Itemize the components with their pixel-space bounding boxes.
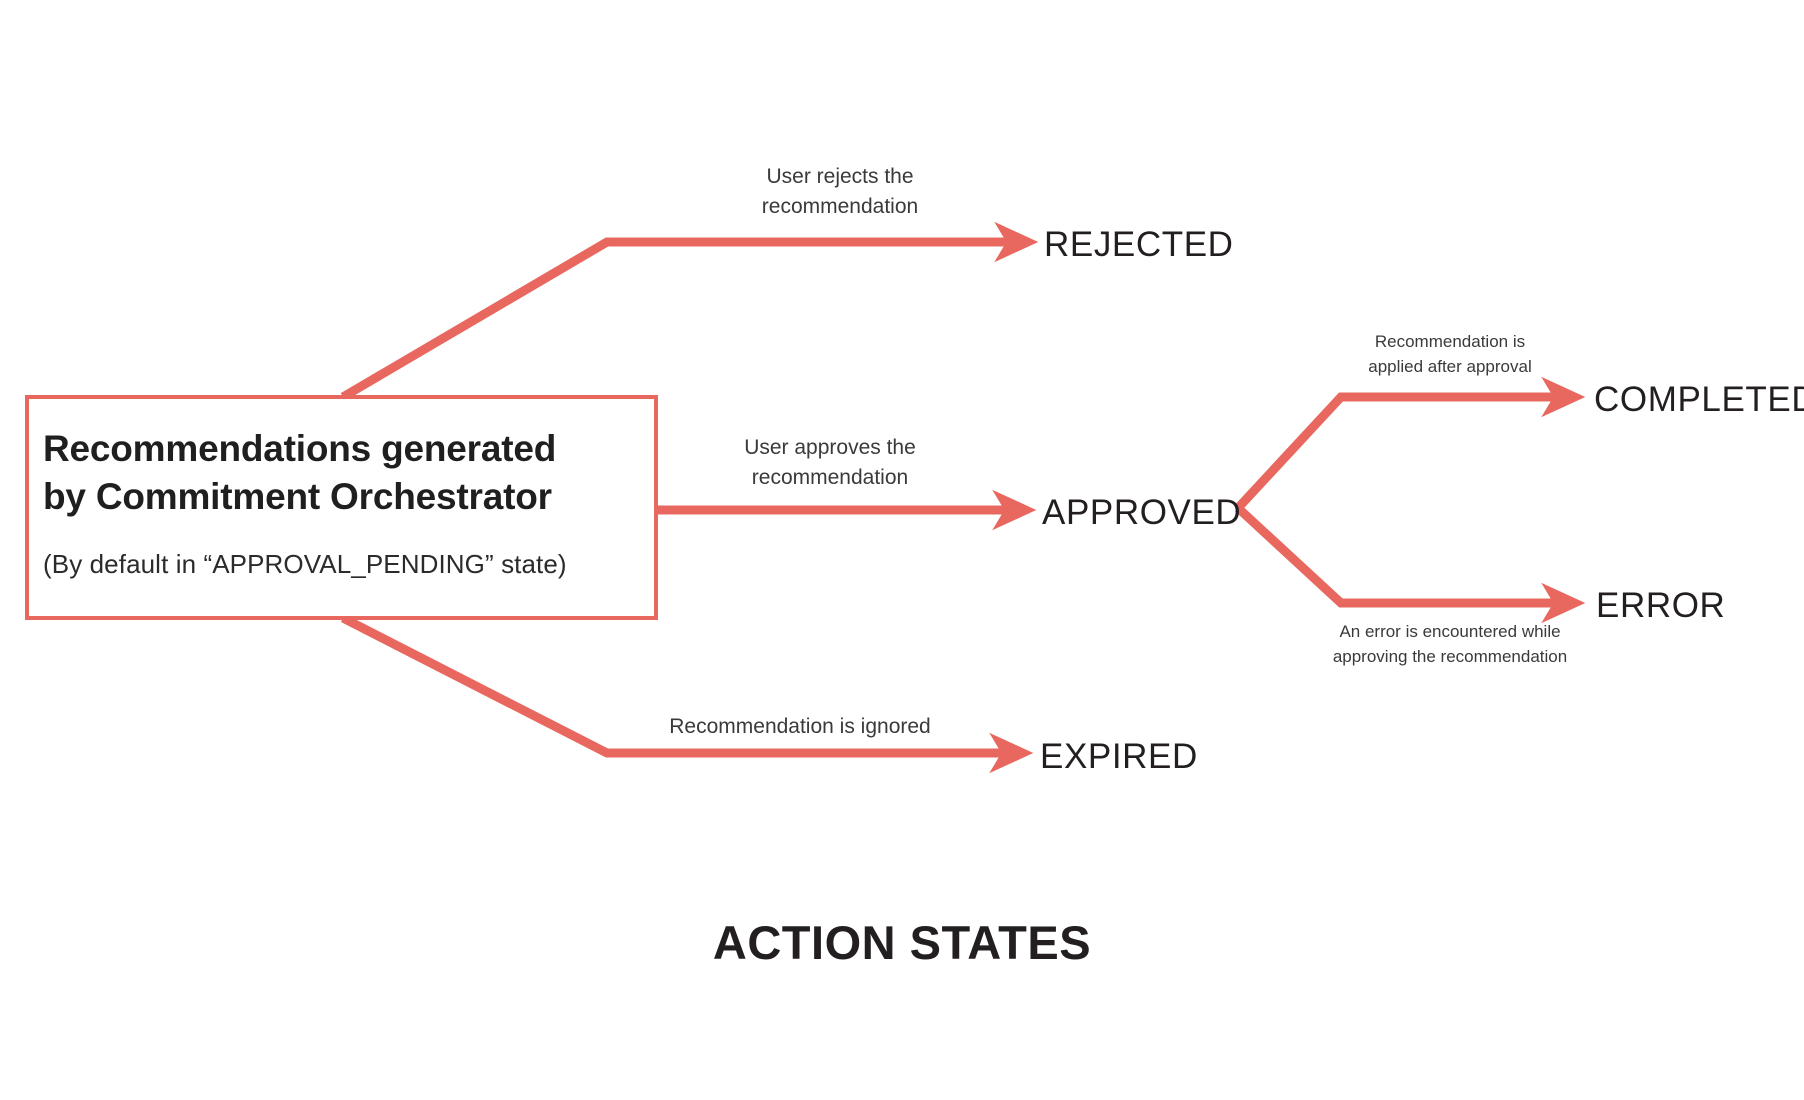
source-node-box: Recommendations generated by Commitment … (25, 395, 658, 620)
state-label-approved: APPROVED (1042, 493, 1242, 532)
edge-to-completed (1234, 376, 1586, 512)
edge-label-to-completed: Recommendation is applied after approval (1368, 332, 1532, 376)
edge-label-to-error: An error is encountered while approving … (1332, 622, 1568, 666)
state-label-rejected: REJECTED (1044, 225, 1234, 264)
edge-label-to-expired: Recommendation is ignored (669, 715, 931, 738)
source-node-title: Recommendations generated by Commitment … (43, 428, 557, 518)
state-label-completed: COMPLETED (1594, 380, 1804, 419)
edge-to-error (1234, 504, 1586, 624)
edge-to-expired (340, 613, 1034, 774)
state-label-error: ERROR (1596, 586, 1726, 625)
diagram-caption: ACTION STATES (712, 916, 1092, 969)
edge-label-to-approved: User approves the recommendation (744, 436, 916, 489)
edge-label-to-rejected: User rejects the recommendation (761, 165, 919, 218)
edge-to-rejected (340, 221, 1039, 401)
source-node-subtitle: (By default in “APPROVAL_PENDING” state) (43, 549, 567, 580)
state-label-expired: EXPIRED (1040, 737, 1198, 776)
